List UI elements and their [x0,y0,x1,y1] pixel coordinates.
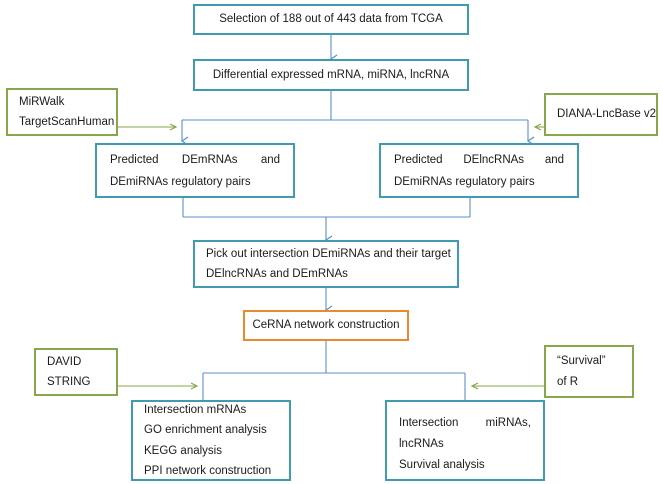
node-diana-lncbase[interactable]: DIANA-LncBase v2 [544,93,658,136]
node-pick-out-line-2: DElncRNAs and DEmRNAs [206,268,348,280]
node-predicted-demrnas-row-2: DEmiRNAs regulatory pairs [110,175,251,188]
node-mirna-analysis-word-1: Intersection [399,417,459,429]
node-mrna-analysis-line-2: GO enrichment analysis [144,424,267,437]
node-predicted-delncrnas[interactable]: Predicted DElncRNAs and DEmiRNAs regulat… [379,143,579,198]
node-mrna-analysis-line-4: PPI network construction [144,464,272,477]
node-mrna-analysis-line-3: KEGG analysis [144,444,222,457]
node-predicted-demrnas-word-2: DEmRNAs [181,154,238,167]
node-mrna-analysis[interactable]: Intersection mRNAs GO enrichment analysi… [131,400,291,481]
node-differential-expressed[interactable]: Differential expressed mRNA, miRNA, lncR… [193,59,469,91]
node-predicted-demrnas[interactable]: Predicted DEmRNAs and DEmiRNAs regulator… [95,143,295,198]
node-survival-line-2: of R [557,375,579,388]
node-pick-out-intersection[interactable]: Pick out intersection DEmiRNAs and their… [193,240,459,288]
node-mirwalk-line-1: MiRWalk [19,95,65,108]
node-cerna-network-construction[interactable]: CeRNA network construction [243,310,409,341]
node-cerna-line-1: CeRNA network construction [252,319,400,332]
node-predicted-delncrnas-word-3: and [544,154,564,167]
node-predicted-delncrnas-row-1: Predicted DElncRNAs and [394,149,564,171]
node-pick-out-line-1: Pick out intersection DEmiRNAs and their… [206,247,451,260]
node-predicted-demrnas-row-1: Predicted DEmRNAs and [110,149,280,171]
node-predicted-demrnas-word-1: Predicted [110,154,159,167]
node-predicted-delncrnas-row-2: DEmiRNAs regulatory pairs [394,175,535,188]
node-mirwalk-resources[interactable]: MiRWalk TargetScanHuman [6,88,118,136]
node-mrna-analysis-line-1: Intersection mRNAs [144,404,247,417]
node-mirna-analysis[interactable]: Intersection miRNAs, lncRNAs Survival an… [385,400,545,481]
node-selection-line-1: Selection of 188 out of 443 data from TC… [219,13,443,26]
node-mirna-analysis-word-2: miRNAs, [485,417,531,429]
node-predicted-demrnas-word-3: and [260,154,280,167]
node-predicted-delncrnas-word-1: Predicted [394,154,443,167]
node-survival-line-1: “Survival” [557,355,606,368]
node-selection[interactable]: Selection of 188 out of 443 data from TC… [193,4,469,35]
node-diana-line-1: DIANA-LncBase v2 [557,108,657,121]
node-mirna-analysis-row-3: Survival analysis [399,458,485,471]
node-david-string[interactable]: DAVID STRING [34,348,118,396]
node-differential-line-1: Differential expressed mRNA, miRNA, lncR… [212,68,450,81]
node-david-line-1: DAVID [47,355,82,368]
node-mirna-analysis-row-1: Intersection miRNAs, [399,412,531,434]
node-predicted-delncrnas-word-2: DElncRNAs [463,154,525,167]
node-david-line-2: STRING [47,376,91,388]
node-mirwalk-line-2: TargetScanHuman [19,116,115,128]
node-mirna-analysis-row-2: lncRNAs [399,438,444,451]
node-survival-of-r[interactable]: “Survival” of R [544,345,634,398]
